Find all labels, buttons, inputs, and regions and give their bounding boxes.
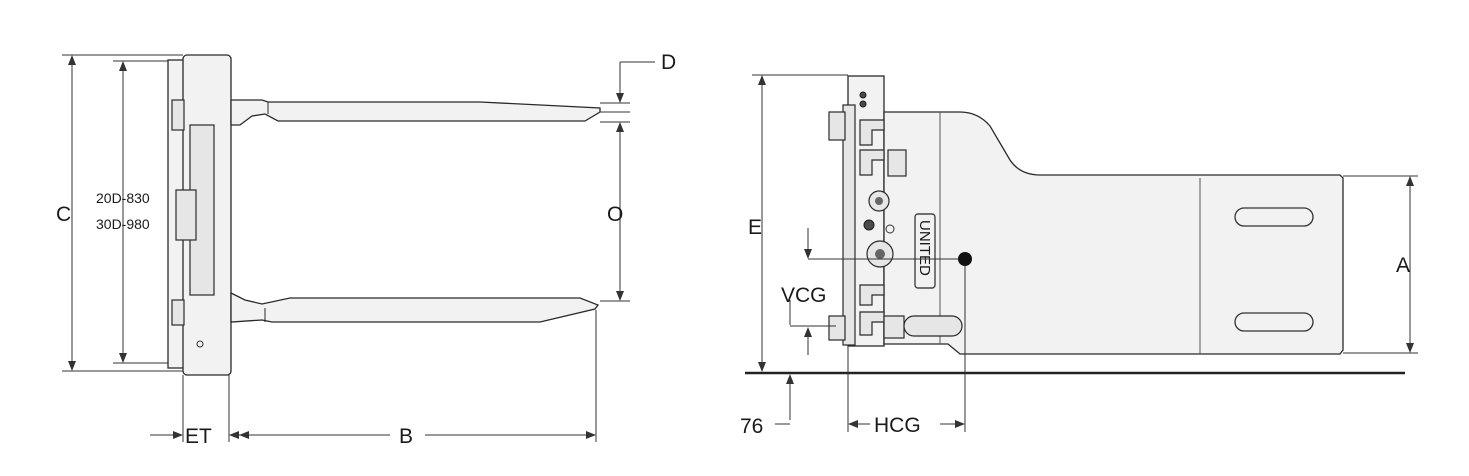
vcg-label: VCG xyxy=(781,284,827,307)
o-label: O xyxy=(607,203,623,226)
pad-slot xyxy=(1234,312,1314,332)
rail xyxy=(859,149,885,176)
upper-hook xyxy=(828,111,846,141)
lower-hook xyxy=(828,315,846,341)
right-view: UNITED E VCG A 76 HCG xyxy=(740,74,1418,438)
cylinder-rod xyxy=(903,315,963,337)
bolt-hole-icon xyxy=(196,340,204,348)
left-view: C 20D-830 30D-980 D O ET B xyxy=(56,51,676,448)
rail xyxy=(859,284,885,306)
fitting xyxy=(887,149,907,177)
bolt-icon xyxy=(859,100,867,108)
brand-label: UNITED xyxy=(916,220,933,276)
a-label: A xyxy=(1396,254,1410,277)
ground-clearance-label: 76 xyxy=(740,415,763,438)
c-label: C xyxy=(56,203,71,226)
upper-bracket xyxy=(171,99,185,131)
clamp-arm xyxy=(883,111,1344,355)
upper-arm xyxy=(230,99,601,126)
b-label: B xyxy=(399,425,413,448)
lower-bracket xyxy=(171,299,185,326)
valve-icon xyxy=(863,219,875,231)
rail xyxy=(859,119,885,146)
model-a-label: 20D-830 xyxy=(96,190,150,206)
brand-plate xyxy=(914,213,936,289)
bolt-icon xyxy=(859,91,867,99)
et-label: ET xyxy=(185,425,212,448)
mount-face xyxy=(842,104,856,346)
center-of-gravity-marker xyxy=(958,252,972,266)
model-b-label: 30D-980 xyxy=(96,216,150,232)
lower-arm xyxy=(230,291,600,323)
center-block xyxy=(175,189,197,241)
d-label: D xyxy=(661,51,676,74)
hcg-label: HCG xyxy=(874,414,921,437)
rail xyxy=(859,311,885,336)
pad-slot xyxy=(1234,207,1314,227)
fitting xyxy=(883,315,905,339)
e-label: E xyxy=(748,216,762,239)
